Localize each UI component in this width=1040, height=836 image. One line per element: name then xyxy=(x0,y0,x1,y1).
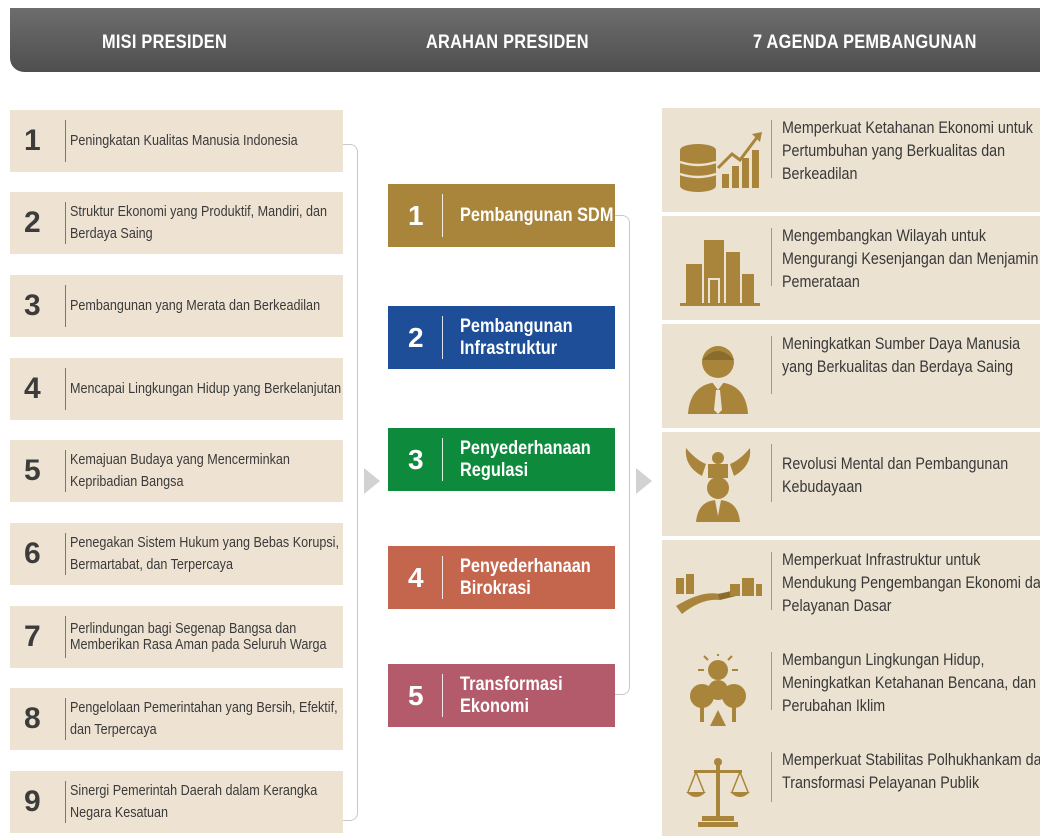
arahan-separator xyxy=(442,556,443,599)
misi-number: 4 xyxy=(24,372,41,405)
misi-item: 8 Pengelolaan Pemerintahan yang Bersih, … xyxy=(10,688,343,750)
misi-item: 6 Penegakan Sistem Hukum yang Bebas Koru… xyxy=(10,523,343,585)
agenda-text: Memperkuat Infrastruktur untuk Mendukung… xyxy=(782,550,1040,615)
misi-number: 3 xyxy=(24,289,41,322)
misi-text: Kemajuan Budaya yang Mencerminkan Keprib… xyxy=(70,451,290,490)
misi-separator xyxy=(65,120,66,162)
header-agenda-pembangunan: 7 AGENDA PEMBANGUNAN xyxy=(753,32,977,53)
misi-bracket-connector xyxy=(343,144,358,821)
agenda-item: Memperkuat Stabilitas Polhukhankam dan T… xyxy=(662,740,1040,836)
arahan-item: 1 Pembangunan SDM xyxy=(388,184,615,247)
agenda-separator xyxy=(771,652,772,710)
misi-text: Peningkatan Kualitas Manusia Indonesia xyxy=(70,132,298,149)
header-bar: MISI PRESIDEN ARAHAN PRESIDEN 7 AGENDA P… xyxy=(10,8,1040,72)
misi-text: Mencapai Lingkungan Hidup yang Berkelanj… xyxy=(70,380,342,397)
scales-of-justice-icon xyxy=(672,754,764,830)
misi-separator xyxy=(65,533,66,575)
misi-separator xyxy=(65,698,66,740)
agenda-separator xyxy=(771,336,772,394)
road-infrastructure-icon xyxy=(672,554,764,630)
misi-item: 3 Pembangunan yang Merata dan Berkeadila… xyxy=(10,275,343,337)
misi-text: Pembangunan yang Merata dan Berkeadilan xyxy=(70,297,321,314)
misi-text: Perlindungan bagi Segenap Bangsa dan Mem… xyxy=(70,620,327,653)
agenda-text: Membangun Lingkungan Hidup, Meningkatkan… xyxy=(782,650,1037,715)
arahan-text: Pembangunan Infrastruktur xyxy=(460,315,573,359)
misi-item: 1 Peningkatan Kualitas Manusia Indonesia xyxy=(10,110,343,172)
arahan-number: 4 xyxy=(408,561,424,593)
arahan-item: 2 Pembangunan Infrastruktur xyxy=(388,306,615,369)
agenda-separator xyxy=(771,444,772,502)
misi-text: Penegakan Sistem Hukum yang Bebas Korups… xyxy=(70,534,339,573)
misi-text: Struktur Ekonomi yang Produktif, Mandiri… xyxy=(70,203,328,242)
misi-number: 7 xyxy=(24,620,41,653)
agenda-item: Memperkuat Ketahanan Ekonomi untuk Pertu… xyxy=(662,108,1040,212)
misi-separator xyxy=(65,450,66,492)
arrow-right-icon xyxy=(636,468,652,494)
agenda-text: Mengembangkan Wilayah untuk Mengurangi K… xyxy=(782,226,1039,291)
misi-number: 9 xyxy=(24,785,41,818)
arahan-number: 1 xyxy=(408,199,424,231)
garuda-person-icon xyxy=(672,446,764,522)
agenda-text: Meningkatkan Sumber Daya Manusia yang Be… xyxy=(782,334,1021,376)
arahan-text: Penyederhanaan Regulasi xyxy=(460,437,591,481)
environment-disaster-icon xyxy=(672,652,764,730)
misi-number: 8 xyxy=(24,702,41,735)
misi-item: 2 Struktur Ekonomi yang Produktif, Mandi… xyxy=(10,192,343,254)
agenda-item: Meningkatkan Sumber Daya Manusia yang Be… xyxy=(662,324,1040,428)
misi-number: 2 xyxy=(24,206,41,239)
arahan-separator xyxy=(442,194,443,237)
agenda-item: Revolusi Mental dan Pembangunan Kebudaya… xyxy=(662,432,1040,536)
arahan-bracket-connector xyxy=(615,215,630,695)
agenda-text: Memperkuat Ketahanan Ekonomi untuk Pertu… xyxy=(782,118,1033,183)
agenda-item: Membangun Lingkungan Hidup, Meningkatkan… xyxy=(662,640,1040,744)
misi-item: 7 Perlindungan bagi Segenap Bangsa dan M… xyxy=(10,606,343,668)
city-buildings-icon xyxy=(672,230,764,306)
agenda-separator xyxy=(771,552,772,610)
arahan-number: 3 xyxy=(408,443,424,475)
arahan-number: 2 xyxy=(408,321,424,353)
arahan-text: Penyederhanaan Birokrasi xyxy=(460,555,591,599)
misi-separator xyxy=(65,781,66,823)
misi-separator xyxy=(65,616,66,658)
arahan-item: 4 Penyederhanaan Birokrasi xyxy=(388,546,615,609)
misi-separator xyxy=(65,285,66,327)
agenda-separator xyxy=(771,752,772,802)
arrow-right-icon xyxy=(364,468,380,494)
arahan-separator xyxy=(442,438,443,481)
arahan-separator xyxy=(442,316,443,359)
arahan-item: 3 Penyederhanaan Regulasi xyxy=(388,428,615,491)
misi-separator xyxy=(65,368,66,410)
misi-item: 4 Mencapai Lingkungan Hidup yang Berkela… xyxy=(10,358,343,420)
arahan-text: Transformasi Ekonomi xyxy=(460,673,563,717)
misi-item: 9 Sinergi Pemerintah Daerah dalam Kerang… xyxy=(10,771,343,833)
misi-item: 5 Kemajuan Budaya yang Mencerminkan Kepr… xyxy=(10,440,343,502)
misi-separator xyxy=(65,202,66,244)
header-misi-presiden: MISI PRESIDEN xyxy=(102,32,228,53)
agenda-text: Memperkuat Stabilitas Polhukhankam dan T… xyxy=(782,750,1040,792)
businessman-icon xyxy=(672,338,764,414)
agenda-separator xyxy=(771,120,772,178)
misi-text: Sinergi Pemerintah Daerah dalam Kerangka… xyxy=(70,782,318,821)
arahan-text: Pembangunan SDM xyxy=(460,204,614,226)
misi-number: 6 xyxy=(24,537,41,570)
misi-text: Pengelolaan Pemerintahan yang Bersih, Ef… xyxy=(70,699,338,738)
misi-number: 1 xyxy=(24,124,41,157)
arahan-item: 5 Transformasi Ekonomi xyxy=(388,664,615,727)
arahan-number: 5 xyxy=(408,679,424,711)
arahan-separator xyxy=(442,674,443,717)
coins-growth-chart-icon xyxy=(672,122,764,198)
misi-number: 5 xyxy=(24,454,41,487)
agenda-item: Memperkuat Infrastruktur untuk Mendukung… xyxy=(662,540,1040,644)
agenda-separator xyxy=(771,228,772,286)
agenda-item: Mengembangkan Wilayah untuk Mengurangi K… xyxy=(662,216,1040,320)
agenda-text: Revolusi Mental dan Pembangunan Kebudaya… xyxy=(782,454,1009,496)
header-arahan-presiden: ARAHAN PRESIDEN xyxy=(426,32,589,53)
